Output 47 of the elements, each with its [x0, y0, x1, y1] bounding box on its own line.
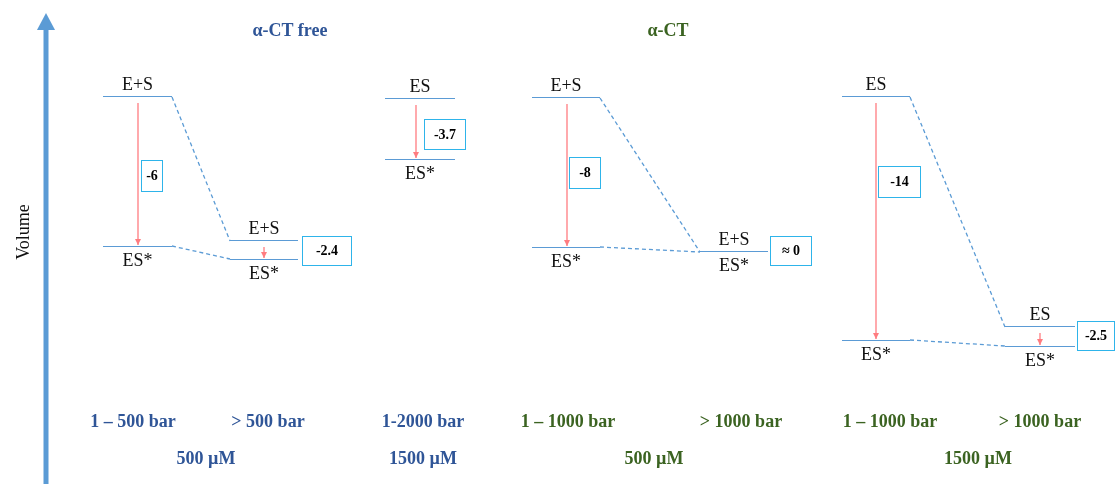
- value-box: -6: [141, 160, 163, 192]
- concentration-label: 500 µM: [624, 448, 684, 469]
- pressure-range: > 1000 bar: [699, 411, 783, 432]
- value-box: -14: [878, 166, 921, 198]
- energy-level: E+S: [700, 228, 768, 252]
- pressure-range: 1-2000 bar: [381, 411, 465, 432]
- arrow: [873, 102, 879, 340]
- pressure-range: > 1000 bar: [998, 411, 1082, 432]
- arrow: [413, 104, 419, 159]
- pressure-range: > 500 bar: [231, 411, 305, 432]
- dashed-connector: [909, 96, 1006, 328]
- dashed-connector: [599, 246, 701, 253]
- group-title: α-CT: [647, 20, 689, 41]
- dashed-connector: [171, 245, 231, 260]
- concentration-label: 1500 µM: [944, 448, 1012, 469]
- energy-level: ES*: [700, 253, 768, 277]
- arrow: [1037, 332, 1043, 346]
- value-box: ≈ 0: [770, 236, 812, 266]
- arrow: [135, 102, 141, 246]
- energy-level: ES: [842, 73, 910, 97]
- arrow: [261, 246, 267, 259]
- dashed-connector: [599, 97, 701, 253]
- group-title: α-CT free: [252, 20, 328, 41]
- energy-level: ES*: [385, 159, 455, 183]
- energy-level: ES*: [103, 246, 172, 270]
- energy-level: ES: [1005, 303, 1075, 327]
- concentration-label: 500 µM: [176, 448, 236, 469]
- pressure-range: 1 – 1000 bar: [842, 411, 938, 432]
- pressure-range: 1 – 1000 bar: [520, 411, 616, 432]
- energy-level: E+S: [103, 73, 172, 97]
- axis-label: Volume: [12, 204, 34, 260]
- dashed-connector: [171, 96, 231, 242]
- pressure-range: 1 – 500 bar: [90, 411, 176, 432]
- energy-level: ES*: [230, 259, 298, 283]
- energy-level: E+S: [532, 74, 600, 98]
- energy-level: E+S: [230, 217, 298, 241]
- value-box: -2.4: [302, 236, 352, 266]
- value-box: -8: [569, 157, 601, 189]
- value-box: -2.5: [1077, 321, 1115, 351]
- energy-level: ES*: [1005, 346, 1075, 370]
- value-box: -3.7: [424, 119, 466, 150]
- energy-level: ES*: [842, 340, 910, 364]
- energy-level: ES*: [532, 247, 600, 271]
- energy-level: ES: [385, 75, 455, 99]
- concentration-label: 1500 µM: [389, 448, 457, 469]
- arrow: [564, 103, 570, 247]
- dashed-connector: [909, 339, 1006, 347]
